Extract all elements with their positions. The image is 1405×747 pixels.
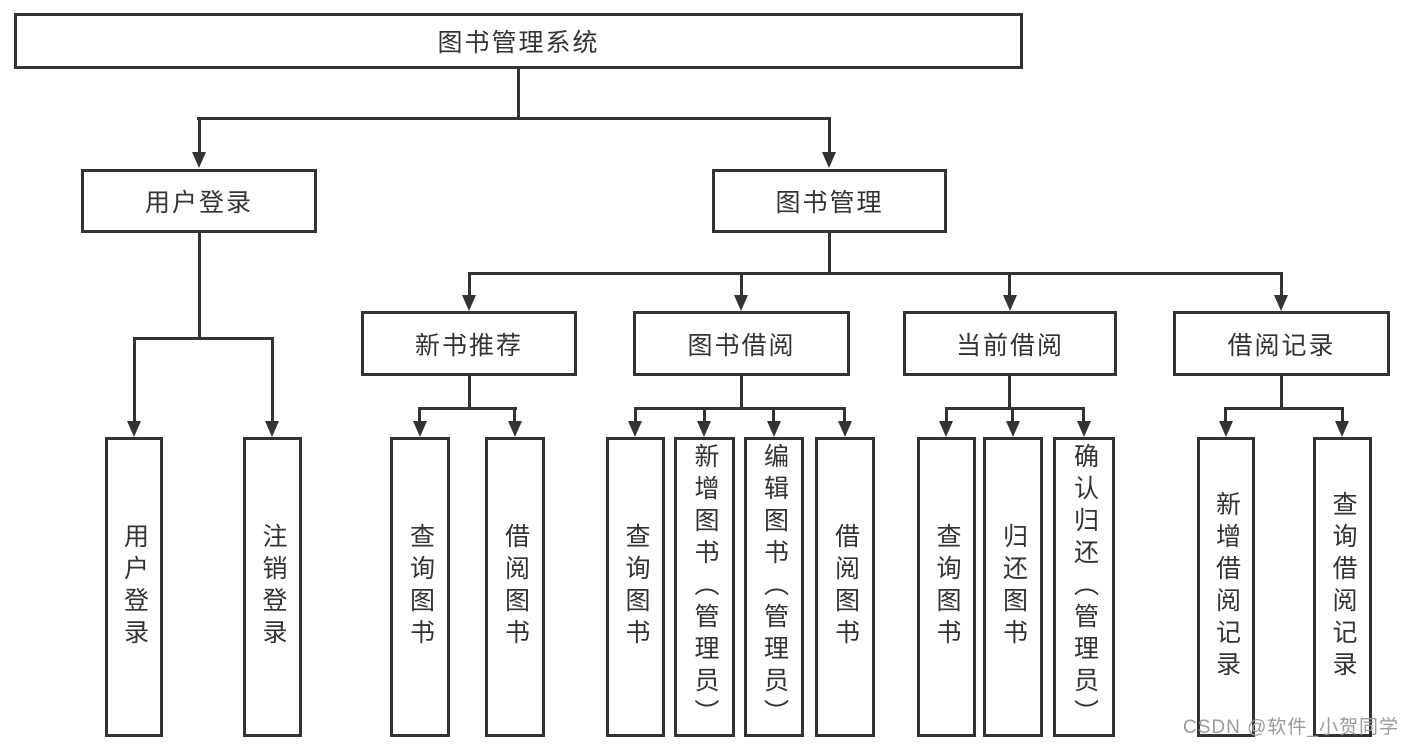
node-current-borrowing: 当前借阅: [903, 311, 1117, 376]
leaf-user-login: 用户登录: [105, 437, 163, 737]
arrow-down-icon: [1077, 421, 1091, 437]
connector-borrow-records-split: [1225, 407, 1344, 410]
connector-stem: [271, 337, 274, 423]
arrow-down-icon: [508, 421, 522, 437]
connector-stem: [418, 407, 421, 423]
arrow-down-icon: [734, 295, 748, 311]
connector-user-login-split: [133, 337, 274, 340]
arrow-down-icon: [628, 421, 642, 437]
leaf-return-book: 归还图书: [983, 437, 1043, 737]
connector-stem: [513, 407, 516, 423]
connector-stem: [945, 407, 948, 423]
connector-stem: [1224, 407, 1227, 423]
leaf-query-books-recommend: 查询图书: [390, 437, 450, 737]
node-user-login: 用户登录: [81, 169, 317, 233]
watermark-text: CSDN @软件_小贺同学: [1183, 717, 1399, 738]
arrow-down-icon: [767, 421, 781, 437]
connector-stem: [843, 407, 846, 423]
node-borrowing-records: 借阅记录: [1173, 311, 1390, 376]
arrow-down-icon: [838, 421, 852, 437]
connector-new-book-stem: [468, 376, 471, 409]
leaf-add-book-admin: 新增图书（管理员）: [674, 437, 735, 737]
connector-stem: [198, 117, 201, 154]
connector-stem: [772, 407, 775, 423]
connector-stem: [1008, 272, 1011, 297]
connector-stem: [1280, 272, 1283, 297]
arrow-down-icon: [192, 152, 206, 168]
connector-root-stem: [517, 69, 520, 119]
leaf-query-books-current: 查询图书: [917, 437, 976, 737]
arrow-down-icon: [697, 421, 711, 437]
node-new-book-recommend: 新书推荐: [361, 311, 577, 376]
connector-stem: [828, 117, 831, 154]
leaf-confirm-return-admin: 确认归还（管理员）: [1053, 437, 1115, 737]
node-book-management: 图书管理: [712, 169, 947, 233]
connector-book-management-split: [468, 272, 1283, 275]
connector-root-split: [197, 117, 831, 120]
arrow-down-icon: [1219, 421, 1233, 437]
leaf-borrow-books-recommend: 借阅图书: [485, 437, 545, 737]
leaf-logout: 注销登录: [243, 437, 302, 737]
connector-book-borrowing-split: [634, 407, 846, 410]
connector-stem: [1011, 407, 1014, 423]
arrow-down-icon: [413, 421, 427, 437]
leaf-borrow-books-borrowing: 借阅图书: [815, 437, 875, 737]
connector-stem: [133, 337, 136, 423]
connector-user-login-stem: [198, 233, 201, 339]
connector-book-borrowing-stem: [740, 376, 743, 409]
connector-new-book-split: [419, 407, 517, 410]
arrow-down-icon: [1335, 421, 1349, 437]
leaf-query-books-borrowing: 查询图书: [606, 437, 665, 737]
connector-book-management-stem: [828, 233, 831, 274]
arrow-down-icon: [939, 421, 953, 437]
connector-current-borrowing-split: [945, 407, 1085, 410]
connector-stem: [703, 407, 706, 423]
leaf-query-borrow-record: 查询借阅记录: [1313, 437, 1372, 737]
arrow-down-icon: [1006, 421, 1020, 437]
connector-stem: [740, 272, 743, 297]
connector-stem: [1341, 407, 1344, 423]
arrow-down-icon: [1274, 295, 1288, 311]
connector-stem: [634, 407, 637, 423]
arrow-down-icon: [265, 421, 279, 437]
leaf-edit-book-admin: 编辑图书（管理员）: [744, 437, 804, 737]
connector-stem: [1082, 407, 1085, 423]
arrow-down-icon: [462, 295, 476, 311]
leaf-add-borrow-record: 新增借阅记录: [1197, 437, 1255, 737]
connector-borrow-records-stem: [1280, 376, 1283, 409]
connector-current-borrowing-stem: [1008, 376, 1011, 409]
arrow-down-icon: [127, 421, 141, 437]
node-book-borrowing: 图书借阅: [633, 311, 850, 376]
node-library-management-system: 图书管理系统: [14, 13, 1023, 69]
arrow-down-icon: [1003, 295, 1017, 311]
connector-stem: [468, 272, 471, 297]
arrow-down-icon: [822, 152, 836, 168]
